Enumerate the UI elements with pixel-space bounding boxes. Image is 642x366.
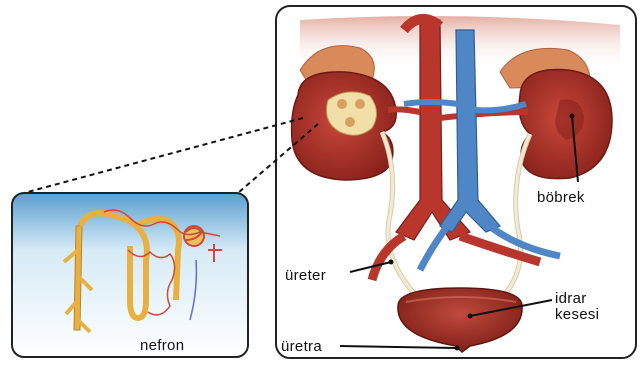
uretra-pointer-dot bbox=[455, 346, 460, 351]
nefron-label: nefron bbox=[140, 338, 184, 353]
bobrek-label: böbrek bbox=[537, 190, 585, 205]
uretra-label: üretra bbox=[281, 339, 322, 354]
left-renal-vein bbox=[404, 102, 458, 104]
left-renal-artery bbox=[388, 109, 420, 112]
ureter-label: üreter bbox=[285, 268, 326, 283]
idrar-kesesi-pointer-dot bbox=[468, 314, 473, 319]
calyx-3 bbox=[345, 117, 355, 127]
kesesi-label: kesesi bbox=[555, 307, 599, 322]
calyx-2 bbox=[355, 99, 365, 109]
calyx-1 bbox=[337, 99, 347, 109]
zoom-connector-top bbox=[24, 118, 303, 193]
ureter-pointer-dot bbox=[389, 260, 394, 265]
bobrek-pointer-dot bbox=[570, 114, 575, 119]
idrar-label: idrar bbox=[555, 291, 587, 306]
